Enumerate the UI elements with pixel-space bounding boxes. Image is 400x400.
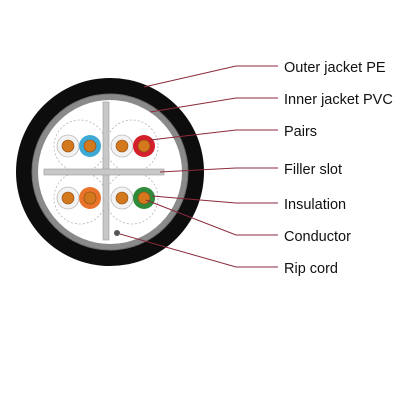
leader-outer-jacket: [143, 65, 278, 88]
leader-filler-slot: [159, 167, 278, 173]
wire-orange: [79, 187, 101, 209]
leader-pairs: [149, 129, 278, 141]
label-insulation: Insulation: [284, 197, 346, 213]
inner-jacket-edge: [31, 93, 189, 251]
label-outer-jacket: Outer jacket PE: [284, 60, 386, 76]
filler-cross: [43, 101, 165, 241]
pair-blue: [56, 134, 101, 158]
label-rip-cord: Rip cord: [284, 261, 338, 277]
wire-green: [133, 187, 155, 209]
label-pairs: Pairs: [284, 124, 317, 140]
rip-cord: [114, 230, 120, 236]
leader-rip-cord: [119, 233, 278, 268]
wire-red: [133, 135, 155, 157]
wire-white-orange: [56, 134, 80, 158]
label-filler-slot: Filler slot: [284, 162, 342, 178]
wire-white-orange: [56, 186, 80, 210]
leader-conductor: [145, 199, 278, 236]
leader-inner-jacket: [149, 97, 278, 113]
wire-blue: [79, 135, 101, 157]
wire-white-orange: [110, 186, 134, 210]
label-inner-jacket: Inner jacket PVC: [284, 92, 393, 108]
pair-red: [110, 134, 155, 158]
pair-orange: [56, 186, 101, 210]
wire-white-orange: [110, 134, 134, 158]
label-conductor: Conductor: [284, 229, 351, 245]
pair-green: [110, 186, 155, 210]
leader-insulation: [151, 195, 278, 204]
